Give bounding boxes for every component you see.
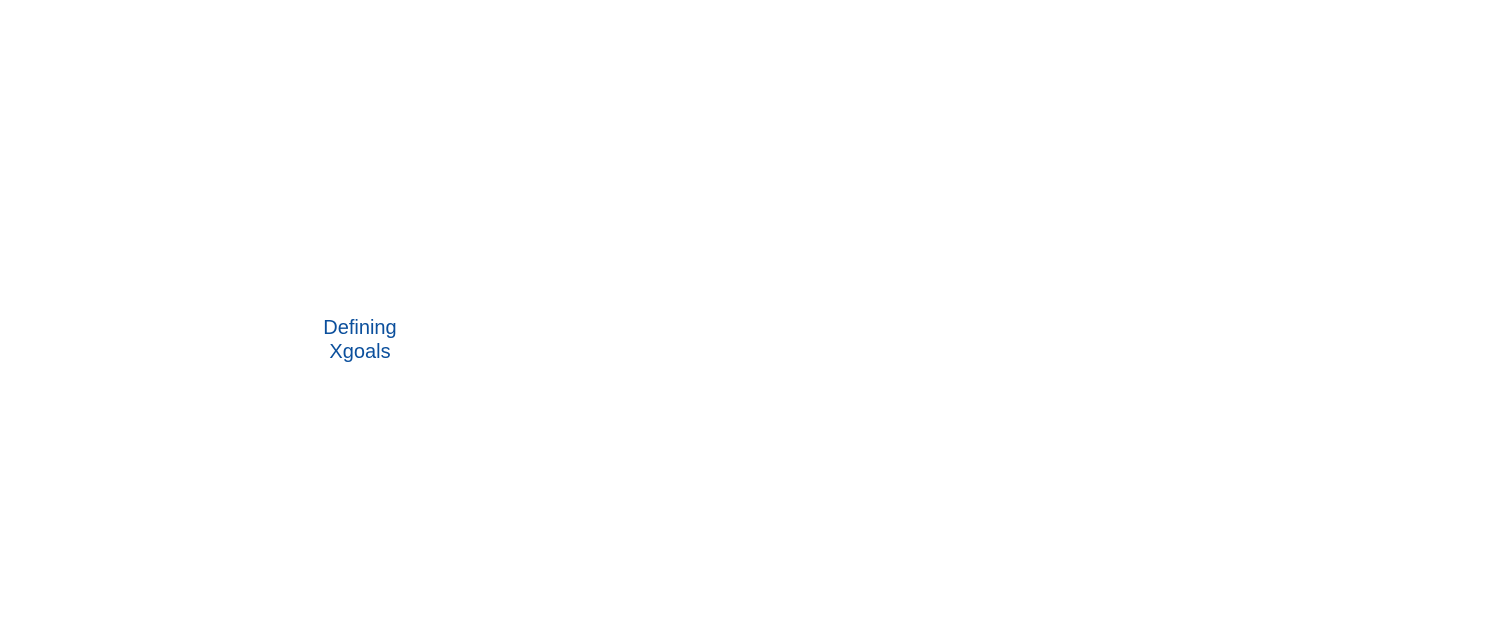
link-line-2: Xgoals [329, 341, 391, 363]
defining-xgoals-link[interactable]: Defining Xgoals [300, 316, 420, 364]
link-line-1: Defining [323, 317, 397, 339]
